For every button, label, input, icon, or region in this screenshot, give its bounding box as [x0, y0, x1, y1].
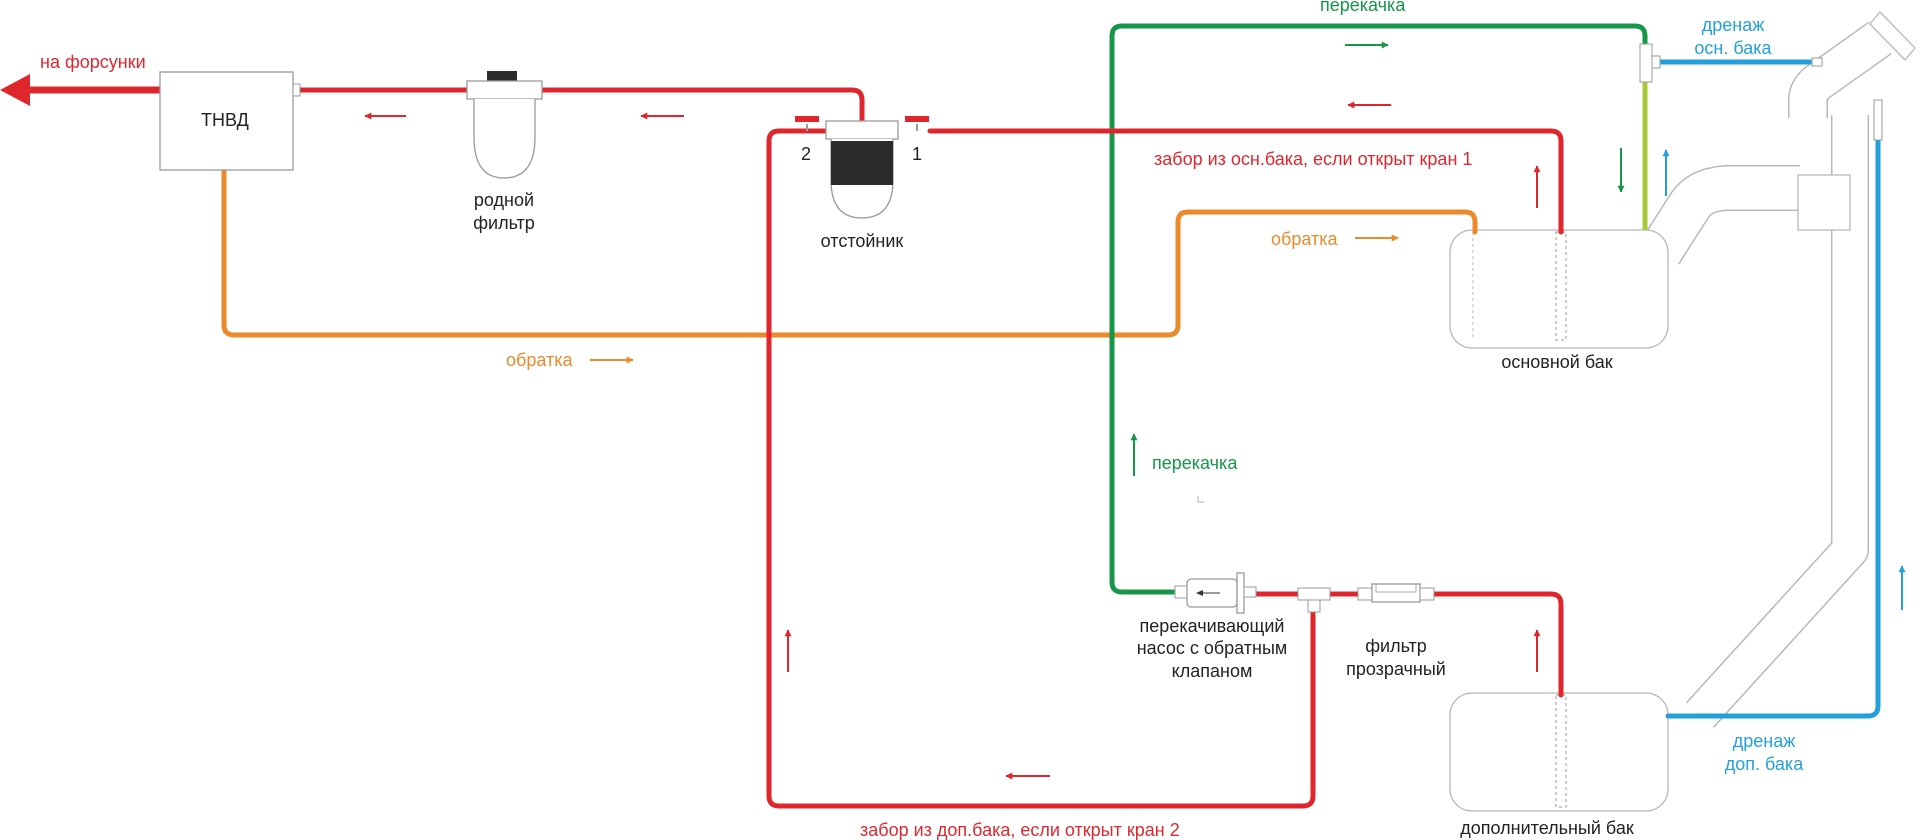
- injectors-arrowhead: [0, 74, 30, 106]
- label-native-filter-1: родной: [474, 190, 534, 210]
- label-intake-main: забор из осн.бака, если открыт кран 1: [1154, 149, 1472, 169]
- label-tap-2: 2: [801, 144, 811, 164]
- native-filter: [466, 71, 543, 179]
- label-native-filter-2: фильтр: [473, 213, 535, 233]
- supply-line-tnvd: [292, 87, 865, 125]
- transfer-pump: [1174, 572, 1257, 614]
- label-clear-filter-1: фильтр: [1365, 636, 1427, 656]
- return-line: [221, 165, 1478, 338]
- label-tnvd: ТНВД: [201, 110, 249, 130]
- label-drain-aux-1: дренаж: [1733, 731, 1796, 751]
- label-drain-main-2: осн. бака: [1694, 38, 1772, 58]
- label-settler: отстойник: [821, 231, 904, 251]
- filler-neck: [1640, 11, 1916, 728]
- label-tap-1: 1: [912, 144, 922, 164]
- intake-aux-line: [766, 128, 1316, 809]
- label-injectors: на форсунки: [40, 52, 146, 72]
- label-drain-aux-2: доп. бака: [1725, 754, 1804, 774]
- label-main-tank: основной бак: [1501, 352, 1612, 372]
- settler: [825, 120, 899, 219]
- tap-2[interactable]: [795, 116, 819, 131]
- aux-tank: [1449, 692, 1669, 812]
- aux-tank-supply: [1231, 591, 1564, 698]
- clear-filter: [1357, 583, 1435, 603]
- label-drain-main-1: дренаж: [1702, 15, 1765, 35]
- tnvd-unit: [159, 71, 301, 171]
- label-transfer-mid: перекачка: [1152, 453, 1238, 473]
- tee-fitting: [1297, 587, 1331, 613]
- label-pump-1: перекачивающий: [1140, 616, 1285, 636]
- label-return-bottom: обратка: [506, 350, 573, 370]
- label-clear-filter-2: прозрачный: [1346, 659, 1446, 679]
- label-return-top: обратка: [1271, 229, 1338, 249]
- drain-tee-fitting: [1639, 43, 1883, 141]
- label-transfer-top: перекачка: [1320, 0, 1406, 15]
- label-pump-2: насос с обратным: [1137, 638, 1288, 658]
- stray-mark: [1197, 496, 1204, 503]
- label-pump-3: клапаном: [1172, 661, 1253, 681]
- label-intake-aux: забор из доп.бака, если открыт кран 2: [860, 820, 1180, 840]
- main-tank: [1449, 229, 1669, 349]
- drain-aux-line: [1665, 137, 1881, 719]
- transfer-line: [1109, 23, 1648, 595]
- tap-1[interactable]: [905, 116, 929, 131]
- intake-main-line: [927, 128, 1564, 235]
- label-aux-tank: дополнительный бак: [1460, 818, 1634, 838]
